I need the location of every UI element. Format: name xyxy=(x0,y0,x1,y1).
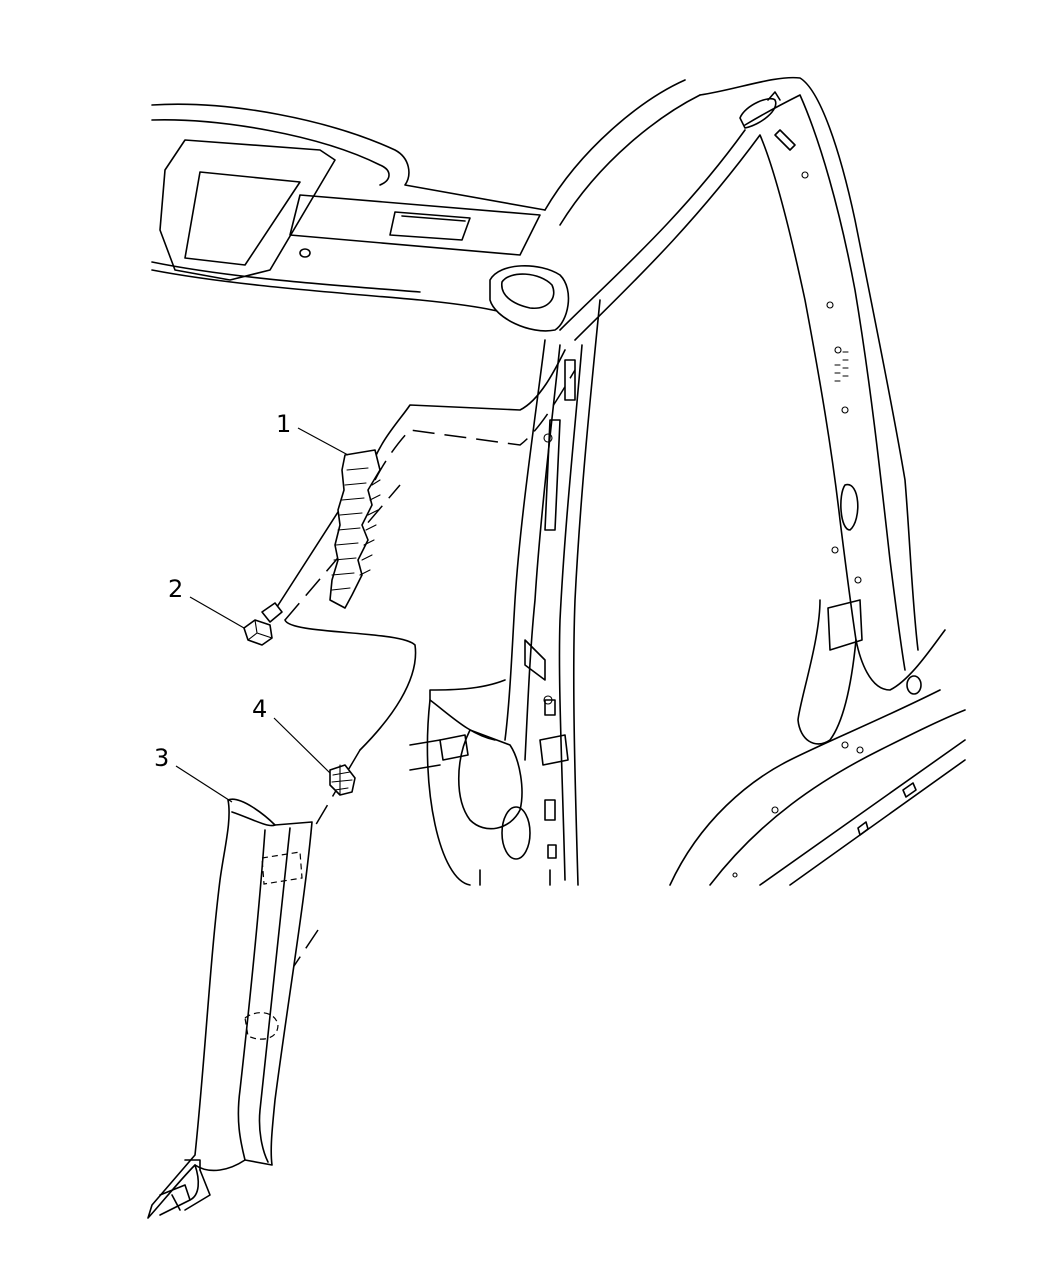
b-pillar-body xyxy=(409,76,966,886)
callout-label-4: 4 xyxy=(252,695,267,723)
callout-3: 3 xyxy=(154,744,233,803)
callout-label-3: 3 xyxy=(154,744,169,772)
callout-4: 4 xyxy=(252,695,331,774)
b-pillar-trim-part-3 xyxy=(147,798,313,1219)
callout-2: 2 xyxy=(168,575,245,629)
leader-line-4 xyxy=(273,717,331,774)
bolt-part-2 xyxy=(243,602,283,646)
callout-1: 1 xyxy=(276,410,349,456)
clip-part-4 xyxy=(329,764,356,796)
callout-label-1: 1 xyxy=(276,410,291,438)
callout-label-2: 2 xyxy=(168,575,183,603)
leader-line-1 xyxy=(297,427,349,456)
seat-belt-guide-part-1 xyxy=(329,449,381,609)
roof-headliner xyxy=(151,103,570,332)
leader-line-3 xyxy=(175,765,233,803)
leader-line-2 xyxy=(189,596,245,629)
